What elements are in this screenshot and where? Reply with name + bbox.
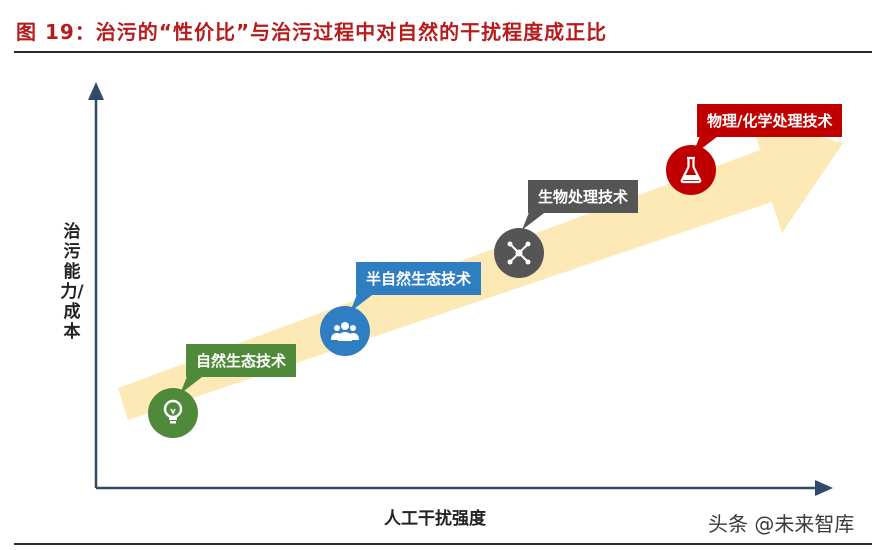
bottom-divider — [14, 543, 872, 545]
stage-tag-semi-natural-ecological: 半自然生态技术 — [356, 262, 482, 295]
molecule-icon — [494, 228, 544, 278]
stage-tag-biological-treatment: 生物处理技术 — [528, 180, 639, 213]
y-axis-label: 治污能力/成本 — [60, 222, 84, 342]
stage-tag-physical-chemical-treatment: 物理/化学处理技术 — [697, 104, 843, 137]
flask-icon — [666, 145, 716, 195]
title-divider — [14, 51, 872, 53]
y-axis-arrowhead — [88, 82, 104, 100]
lightbulb-icon — [148, 388, 198, 438]
people-icon — [320, 306, 370, 356]
callout-pointer-3 — [522, 210, 548, 230]
figure-title: 图 19：治污的“性价比”与治污过程中对自然的干扰程度成正比 — [16, 20, 608, 44]
x-axis-arrowhead — [815, 480, 833, 496]
watermark: 头条 @未来智库 — [708, 512, 855, 536]
x-axis-label: 人工干扰强度 — [384, 509, 486, 529]
callout-pointer-2 — [350, 292, 376, 312]
stage-tag-natural-ecological: 自然生态技术 — [186, 344, 297, 377]
callout-pointer-1 — [180, 374, 206, 394]
